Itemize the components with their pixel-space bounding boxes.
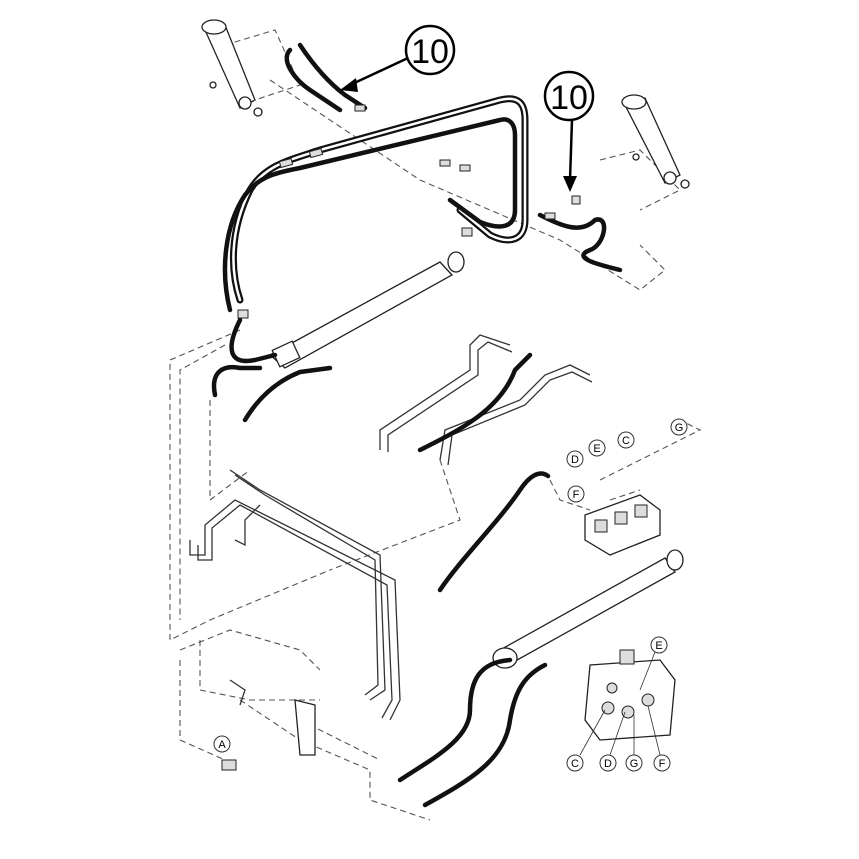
svg-text:10: 10 [411,33,449,71]
svg-text:E: E [593,443,600,455]
callout-10-right: 10 [543,70,595,192]
svg-text:10: 10 [550,79,588,117]
svg-text:D: D [604,758,612,770]
svg-text:C: C [622,435,630,447]
svg-text:G: G [630,758,639,770]
dashed-leader-lines [169,29,702,821]
steel-lines-lower-left [189,469,401,721]
svg-text:D: D [571,454,579,466]
svg-text:C: C [571,758,579,770]
svg-text:G: G [675,422,684,434]
svg-text:F: F [659,758,666,770]
upper-loop-hoses [222,42,623,313]
control-valve-lower [584,649,676,741]
callout-10-left: 10 [340,24,456,92]
steel-lines-center [379,334,593,593]
letter-callouts: D E C G F A E C D G F [213,418,688,772]
mounting-bracket [221,679,316,771]
left-upper-cylinder [201,19,263,117]
svg-text:E: E [655,640,662,652]
svg-text:A: A [218,739,226,751]
middle-lift-cylinder [211,251,465,423]
control-valve-upper [584,494,661,556]
svg-text:F: F [573,489,580,501]
lower-tilt-cylinder [397,549,684,808]
upper-fittings [237,104,581,319]
right-upper-cylinder [621,94,690,189]
